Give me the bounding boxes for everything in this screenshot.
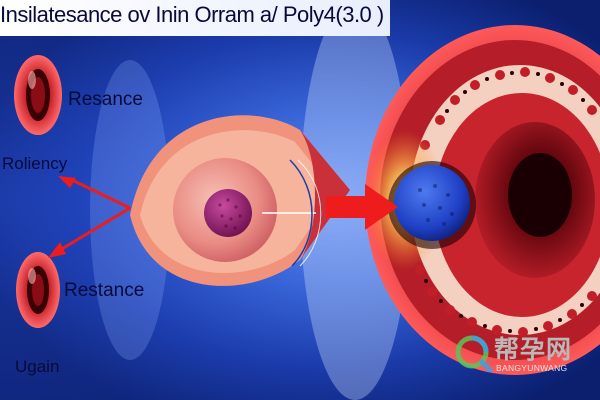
label-restance: Restance: [64, 280, 145, 301]
title-band: [0, 0, 390, 36]
blue-cell: [388, 161, 476, 249]
right-arrow: [326, 184, 398, 230]
watermark-logo-graphic: [455, 335, 493, 373]
small-vessel-bottom: [16, 252, 60, 328]
label-resance: Resance: [68, 89, 143, 110]
watermark-latin: BANGYUNWANG: [496, 363, 568, 373]
small-vessel-top: [14, 55, 62, 135]
watermark-chinese: 帮孕网: [494, 335, 573, 364]
pink-capsule: [130, 115, 350, 286]
label-ugain: Ugain: [15, 357, 60, 376]
left-arrows: [59, 178, 131, 252]
watermark: 帮孕网 BANGYUNWANG: [448, 330, 588, 376]
label-roliency: Roliency: [2, 154, 68, 173]
page-title: Insilatesance ov Inin Orram a/ Poly4(3.0…: [0, 2, 384, 27]
